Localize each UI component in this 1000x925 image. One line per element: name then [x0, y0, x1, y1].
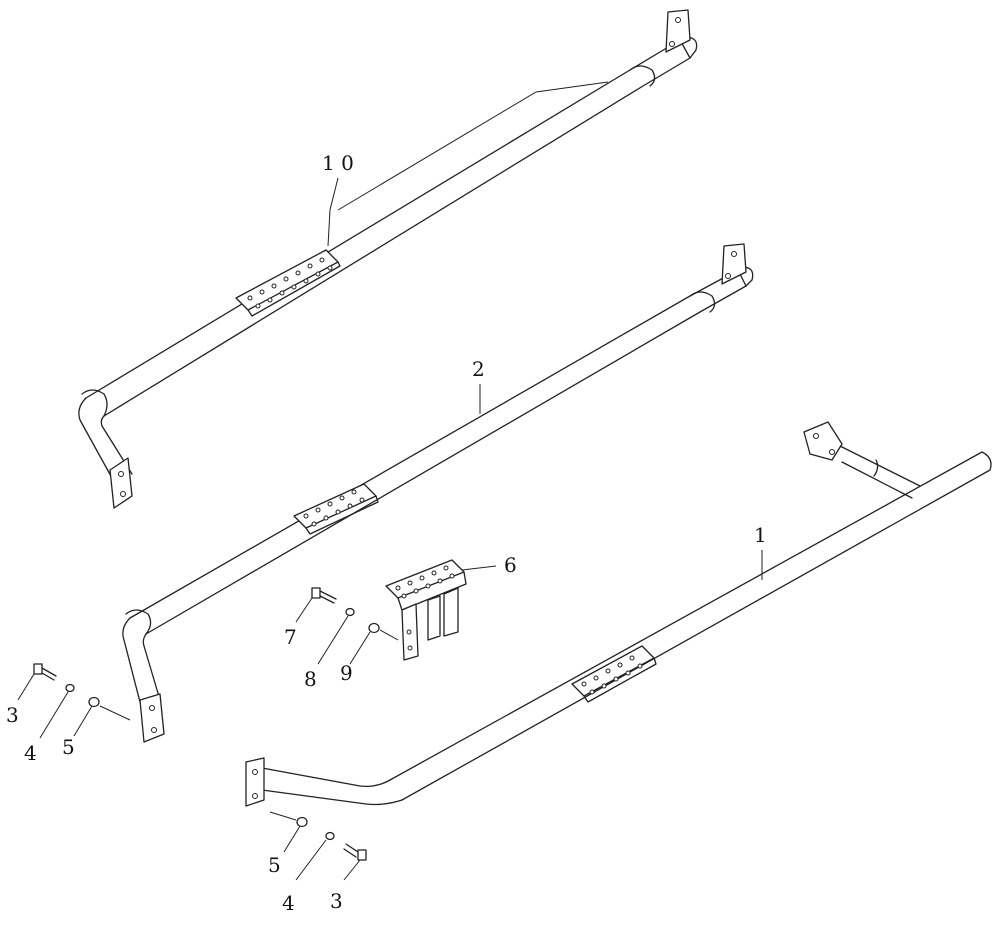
callout-part-6: 6 — [504, 553, 517, 577]
bolt-part-7 — [295, 587, 337, 623]
callout-left-3: 3 — [6, 703, 19, 727]
washer-left-5 — [73, 696, 131, 737]
step-holes-1 — [581, 655, 643, 695]
callout-bottom-5: 5 — [268, 853, 281, 877]
bolt-left-3 — [17, 663, 57, 701]
washer-part-9 — [349, 622, 399, 665]
washer-part-8 — [317, 607, 355, 665]
callout-left-5: 5 — [62, 735, 75, 759]
bolt-bottom-3 — [343, 843, 367, 881]
callout-part-10: 1 0 — [322, 151, 354, 175]
bracket-part-6 — [385, 559, 497, 661]
callout-part-9: 9 — [340, 661, 353, 685]
callout-part-8: 8 — [304, 667, 317, 691]
mount-plate-1-top — [803, 421, 843, 461]
callout-bottom-4: 4 — [282, 891, 295, 915]
washer-bottom-4 — [295, 831, 335, 881]
washer-left-4 — [39, 683, 75, 739]
callout-part-2: 2 — [472, 357, 485, 381]
step-holes-10 — [247, 257, 333, 309]
mount-plate-1-left — [245, 757, 265, 807]
callout-part-7: 7 — [284, 625, 297, 649]
callout-part-1: 1 — [754, 523, 767, 547]
step-plate-2 — [293, 483, 377, 529]
callout-left-4: 4 — [24, 741, 37, 765]
mount-plate-10-bottom — [109, 457, 133, 509]
callout-bottom-3: 3 — [330, 889, 343, 913]
step-holes-2 — [303, 489, 365, 527]
mount-plate-2-bottom — [139, 693, 165, 743]
rail-part-10 — [78, 9, 698, 509]
step-holes-6 — [395, 565, 455, 599]
rail-part-2 — [122, 243, 754, 743]
washer-bottom-5 — [269, 811, 308, 853]
rail-part-1 — [245, 421, 992, 807]
